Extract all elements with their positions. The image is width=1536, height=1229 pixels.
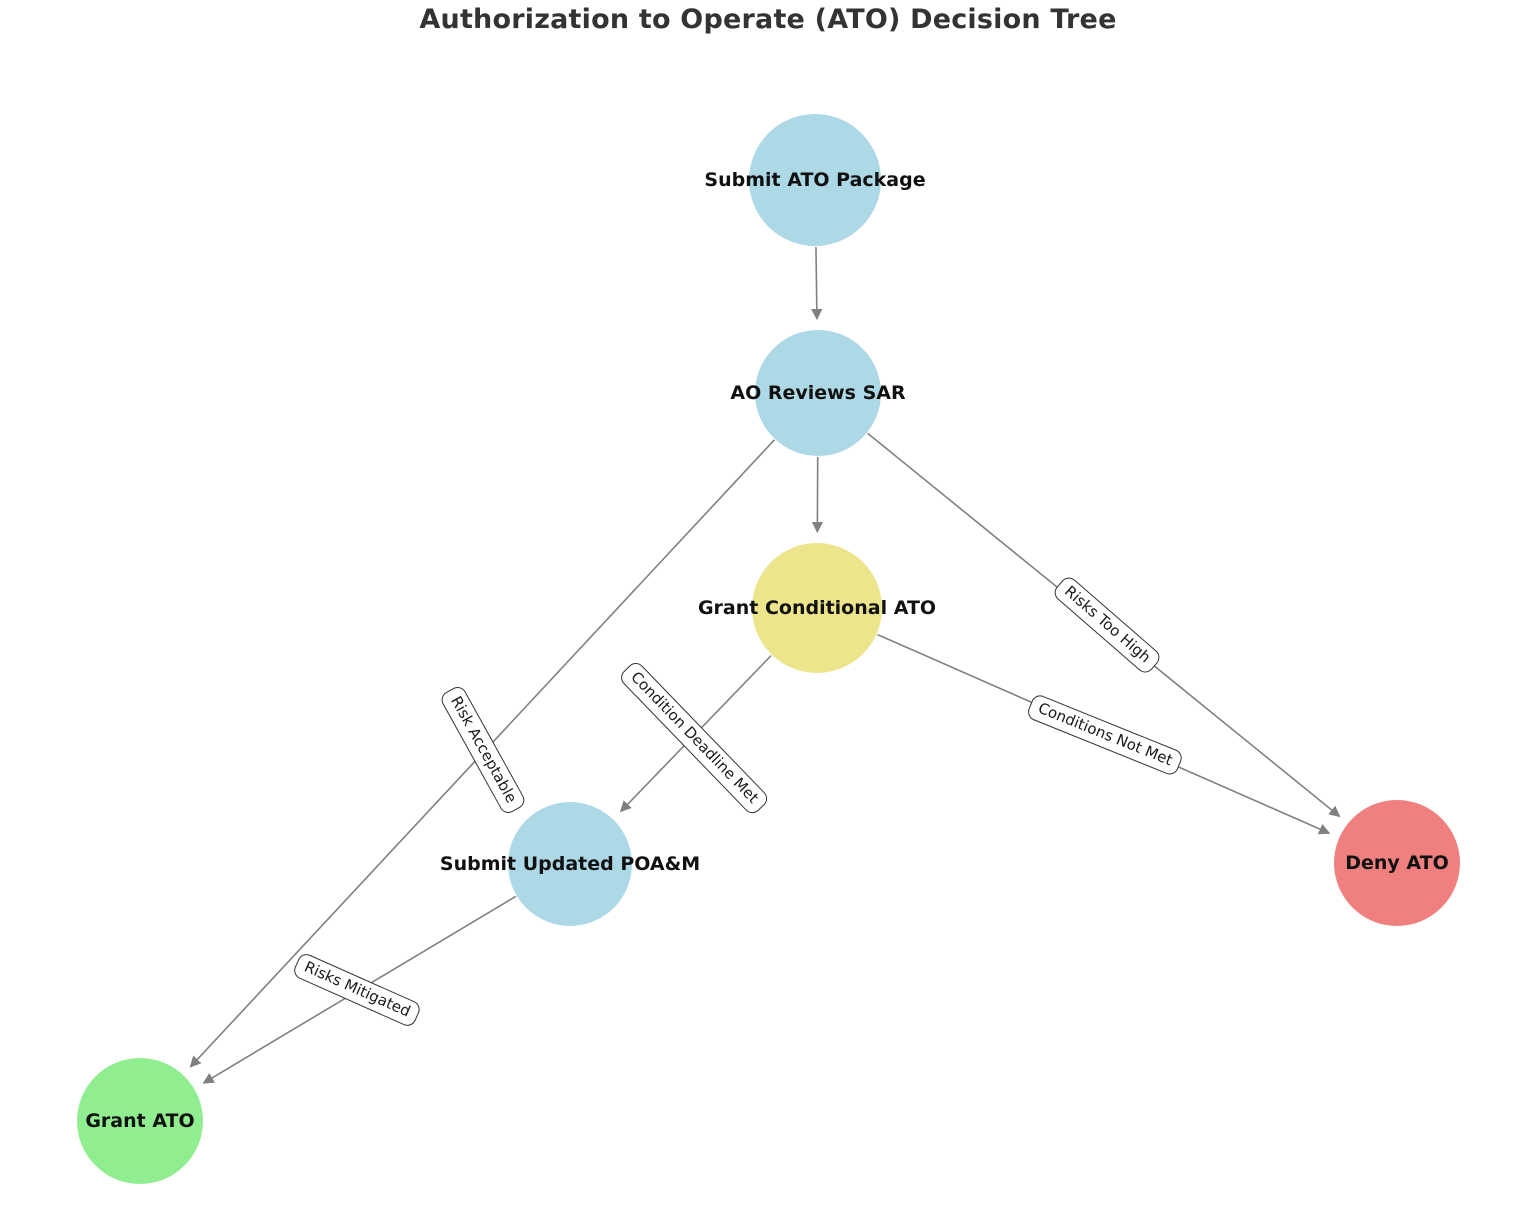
- node-deny_ato[interactable]: [1334, 800, 1460, 926]
- node-ao_reviews_sar[interactable]: [755, 330, 881, 456]
- nodes-layer: [77, 114, 1460, 1184]
- node-submit_updated_poam[interactable]: [508, 802, 632, 926]
- node-grant_conditional_ato[interactable]: [752, 543, 882, 673]
- page-title: Authorization to Operate (ATO) Decision …: [419, 4, 1117, 35]
- node-submit_ato_package[interactable]: [749, 114, 881, 246]
- edge-submit_ato_package-to-ao_reviews_sar: [811, 246, 823, 321]
- node-grant_ato[interactable]: [77, 1058, 203, 1184]
